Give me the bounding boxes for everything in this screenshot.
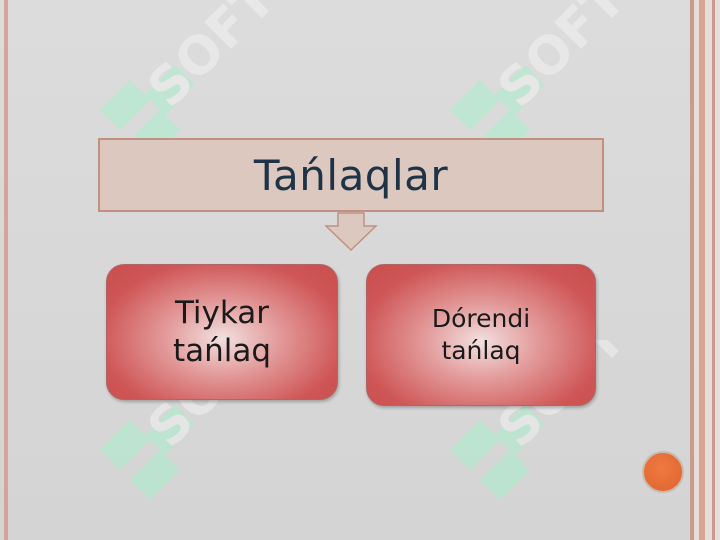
left-frame-stripe [4,0,8,540]
down-arrow-icon [324,212,378,252]
child-box-label: Tiykar tańlaq [172,295,272,369]
child-box-label: Dórendi tańlaq [431,304,531,365]
right-frame-stripe [699,0,705,540]
diagram-title: Tańlaqlar [253,150,449,200]
right-frame-stripe [712,0,715,540]
child-box-random-choice: Dórendi tańlaq [366,264,596,406]
decorative-orange-circle [642,451,684,493]
diagram-title-box: Tańlaqlar [98,138,604,212]
child-box-main-choice: Tiykar tańlaq [106,264,338,400]
right-frame-panel [692,0,720,540]
right-frame-stripe [690,0,694,540]
